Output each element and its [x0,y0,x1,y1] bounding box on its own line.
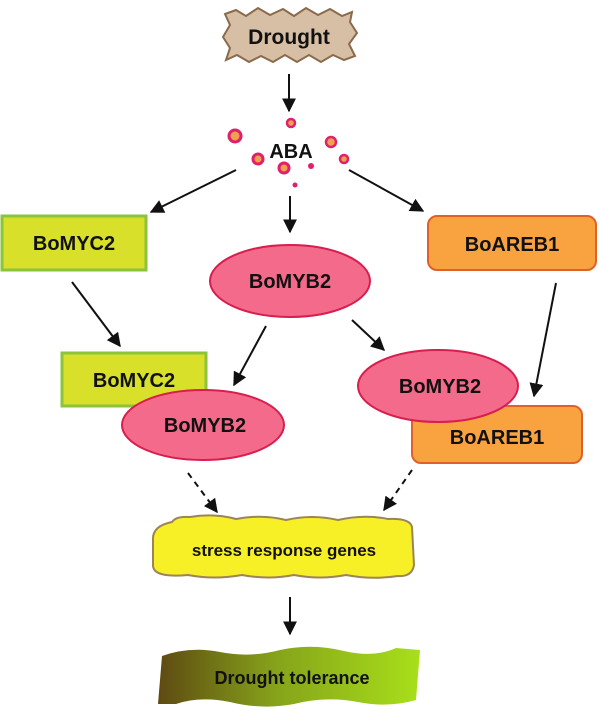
aba-dot [324,135,338,149]
aba-label: ABA [269,141,312,163]
stress-genes-label: stress response genes [192,541,376,560]
aba-dot [338,153,350,165]
arrow-bomyb2-to-left-complex [233,325,267,387]
bomyc2-top-box [0,214,148,272]
complex-bomyb2-label: BoMYB2 [164,415,246,437]
arrow-boareb1-to-complex [529,282,557,398]
arrow-bomyb2-to-right-complex [351,319,386,351]
bomyb2-top-node: BoMYB2 [209,244,371,318]
bomyb2-top-ellipse [209,244,371,318]
bomyc2-top-label: BoMYC2 [33,233,115,255]
complex-bomyb2-right-ellipse [357,349,519,423]
aba-dot [277,161,291,175]
arrow-bomyc2-to-complex [71,281,121,348]
complex-bomyb2-ellipse [121,389,285,461]
right-complex: BoAREB1 BoMYB2 [357,349,583,464]
drought-label: Drought [248,26,330,49]
bomyc2-top-node: BoMYC2 [0,214,148,272]
boareb1-top-node: BoAREB1 [427,215,597,271]
arrow-aba-to-boareb1 [348,169,425,212]
aba-dot [251,152,265,166]
aba-dot [308,163,314,169]
bomyb2-top-label: BoMYB2 [249,271,331,293]
left-complex: BoMYC2 BoMYB2 [60,351,285,461]
complex-bomyc2-label: BoMYC2 [93,370,175,392]
stress-genes-node: stress response genes [151,514,416,579]
dashed-arrow-right [383,469,413,512]
arrow-aba-to-bomyc2 [149,169,237,213]
aba-dot [227,128,243,144]
stress-genes-shape [151,514,416,579]
boareb1-top-label: BoAREB1 [465,234,559,256]
dashed-arrow-left [187,472,218,514]
drought-tolerance-shape [158,646,420,707]
drought-node: Drought [221,6,359,64]
drought-tolerance-label: Drought tolerance [214,668,369,688]
aba-node: ABA [227,117,350,188]
complex-bomyb2-right-label: BoMYB2 [399,376,481,398]
aba-dot [285,117,297,129]
complex-boareb1-label: BoAREB1 [450,427,544,449]
boareb1-top-box [427,215,597,271]
aba-dot [292,182,298,188]
drought-shape [221,6,359,64]
drought-tolerance-node: Drought tolerance [158,646,420,707]
